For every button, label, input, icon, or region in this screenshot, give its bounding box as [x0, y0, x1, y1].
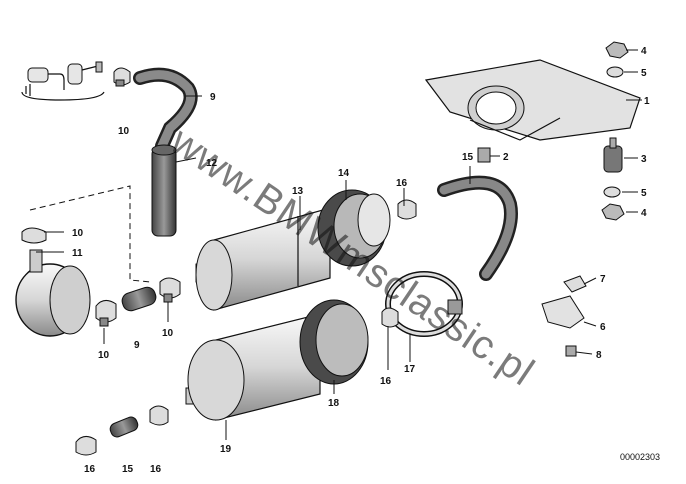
callout-16b: 16: [380, 376, 392, 387]
callout-3: 3: [641, 154, 647, 165]
callout-16a: 16: [396, 178, 408, 189]
washer-5-top: [606, 66, 624, 78]
hose-piece-15-bottom: [109, 416, 139, 438]
callout-16c: 16: [84, 464, 96, 475]
fuel-pipe-sketch: [21, 61, 105, 101]
callout-8: 8: [596, 350, 602, 361]
rubber-mount-14: [317, 189, 391, 267]
callout-7: 7: [600, 274, 606, 285]
clip-7: [563, 275, 587, 293]
hose-clamp-16-bottom-right: [149, 405, 169, 426]
rubber-mount-3: [603, 137, 623, 173]
callout-10c: 10: [98, 350, 110, 361]
screw-8: [565, 345, 577, 357]
leader-lines: [36, 49, 642, 440]
callout-2: 2: [503, 152, 509, 163]
fuel-filter-11: [15, 227, 91, 337]
hose-clamp-16-bottom-left: [75, 436, 97, 456]
hose-clamp-16-upper: [397, 199, 417, 220]
callout-19: 19: [220, 444, 232, 455]
hose-clamp-10-top: [113, 67, 131, 87]
bracket-1: [424, 59, 641, 141]
hose-piece-9: [121, 286, 157, 312]
callout-15b: 15: [122, 464, 134, 475]
callout-12: 12: [206, 158, 218, 169]
nut-4-top: [605, 41, 629, 59]
callout-11: 11: [72, 248, 83, 259]
bolt-2: [477, 147, 491, 163]
callout-16d: 16: [150, 464, 162, 475]
callout-4a: 4: [641, 46, 647, 57]
callout-9b: 9: [134, 340, 140, 351]
fuel-hose-15-upper: [437, 175, 518, 281]
callout-1: 1: [644, 96, 650, 107]
callout-5b: 5: [641, 188, 647, 199]
callout-10b: 10: [72, 228, 84, 239]
callout-15a: 15: [462, 152, 474, 163]
callout-14: 14: [338, 168, 350, 179]
hose-clamp-10-lower-right: [159, 277, 181, 303]
bracket-6: [541, 295, 585, 329]
callout-4b: 4: [641, 208, 647, 219]
drawing-number: 00002303: [620, 452, 660, 462]
hose-clamp-16-middle: [381, 307, 399, 328]
fuel-hose-9-upper: [133, 67, 198, 153]
nut-4-bottom: [601, 203, 625, 221]
hose-clamp-10-lower-left: [95, 300, 117, 327]
callout-labels: 1 2 3 4 4 5 5 6 7 8 9 9 10 10 10 10 11 1…: [72, 46, 650, 475]
clamp-band-17: [385, 271, 463, 337]
callout-6: 6: [600, 322, 606, 333]
callout-5a: 5: [641, 68, 647, 79]
callout-10a: 10: [118, 126, 130, 137]
fuel-pump-13: [195, 207, 331, 311]
callout-10d: 10: [162, 328, 174, 339]
fuel-pump-19: [185, 313, 321, 421]
callout-9a: 9: [210, 92, 216, 103]
washer-5-bottom: [603, 186, 621, 198]
callout-17: 17: [404, 364, 416, 375]
callout-13: 13: [292, 186, 304, 197]
fuel-hose-12: [151, 144, 177, 237]
rubber-mount-18: [299, 299, 369, 385]
callout-18: 18: [328, 398, 340, 409]
